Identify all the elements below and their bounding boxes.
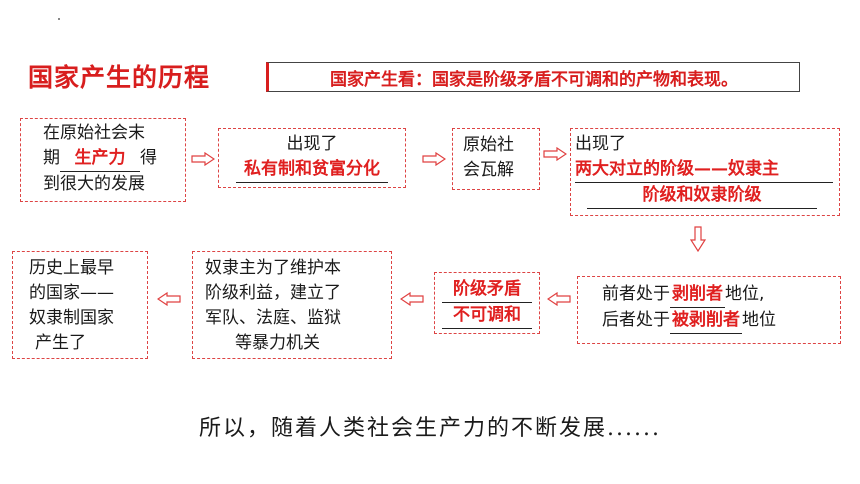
box1-line3: 到很大的发展 <box>43 174 145 194</box>
box6-blank2: 不可调和 <box>442 303 532 329</box>
box-irreconcilable: 阶级矛盾 不可调和 <box>434 272 540 334</box>
box1-blank: 生产力 <box>60 146 140 172</box>
box7-line1: 奴隶主为了维护本 <box>205 258 341 278</box>
box3-line2: 会瓦解 <box>463 160 514 180</box>
arrow-right-3 <box>543 147 567 161</box>
box5-line2: 后者处于被剥削者地位 <box>602 308 840 334</box>
box7-line3: 军队、法庭、监狱 <box>205 308 341 328</box>
box2-line1: 出现了 <box>286 134 338 154</box>
box6-blank1: 阶级矛盾 <box>442 277 532 303</box>
box4-line1: 出现了 <box>575 134 626 154</box>
box-violent-organs: 奴隶主为了维护本 阶级利益，建立了 军队、法庭、监狱 等暴力机关 <box>192 251 392 359</box>
conclusion-text: 所以，随着人类社会生产力的不断发展...... <box>199 416 661 441</box>
arrow-right-2 <box>422 152 446 166</box>
arrow-left-2 <box>400 292 424 306</box>
box2-blank: 私有制和贫富分化 <box>236 157 388 183</box>
arrow-left-1 <box>547 292 571 306</box>
box-exploitation: 前者处于剥削者地位, 后者处于被剥削者地位 <box>577 276 841 344</box>
box1-line2: 期生产力得 <box>43 146 185 172</box>
box-society-collapse: 原始社 会瓦解 <box>452 128 540 190</box>
box3-line1: 原始社 <box>463 135 514 155</box>
box4-blank1: 两大对立的阶级——奴隶主 <box>575 157 833 183</box>
box-primitive-society: 在原始社会末 期生产力得 到很大的发展 <box>20 118 186 202</box>
box-two-classes: 出现了 两大对立的阶级——奴隶主 阶级和奴隶阶级 <box>570 128 840 216</box>
box5-line1: 前者处于剥削者地位, <box>602 282 840 308</box>
arrow-down <box>689 226 707 253</box>
arrow-left-3 <box>157 292 181 306</box>
box8-line4: 产生了 <box>35 333 86 353</box>
box7-line2: 阶级利益，建立了 <box>205 283 341 303</box>
subtitle-box: 国家产生看：国家是阶级矛盾不可调和的产物和表现。 <box>266 62 800 92</box>
box8-line3: 奴隶制国家 <box>29 308 114 328</box>
box-first-state: 历史上最早 的国家—— 奴隶制国家 产生了 <box>12 251 148 359</box>
box-private-ownership: 出现了 私有制和贫富分化 <box>218 128 406 188</box>
subtitle-text: 国家产生看：国家是阶级矛盾不可调和的产物和表现。 <box>330 69 738 90</box>
box5-blank2: 被剥削者 <box>670 308 742 334</box>
box8-line1: 历史上最早 <box>29 258 114 278</box>
box4-blank2: 阶级和奴隶阶级 <box>587 183 817 209</box>
box1-line1: 在原始社会末 <box>43 123 145 143</box>
box8-line2: 的国家—— <box>29 283 114 303</box>
arrow-right-1 <box>191 152 215 166</box>
page-title: 国家产生的历程 <box>28 63 211 92</box>
decorative-dot <box>58 18 60 20</box>
box5-blank1: 剥削者 <box>670 282 725 308</box>
box7-line4: 等暴力机关 <box>235 333 320 353</box>
